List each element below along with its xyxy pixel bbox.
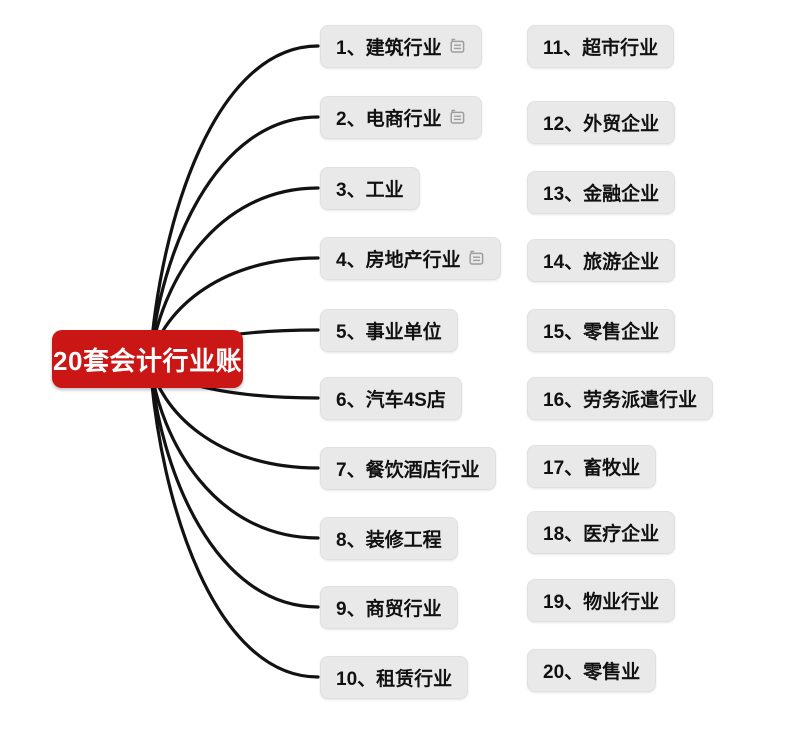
topic-4[interactable]: 4、房地产行业 [320,236,501,280]
topic-16[interactable]: 16、劳务派遣行业 [527,376,714,420]
topic-label: 4、房地产行业 [336,249,461,271]
topic-13[interactable]: 13、金融企业 [527,170,676,214]
notes-icon[interactable] [449,109,466,125]
topic-label: 8、装修工程 [336,529,442,551]
branch-line-9 [148,360,320,609]
topic-label: 10、租赁行业 [336,668,453,690]
topic-label: 18、医疗企业 [543,523,660,545]
topic-3[interactable]: 3、工业 [320,166,420,210]
topic-label: 14、旅游企业 [543,251,660,273]
topic-18[interactable]: 18、医疗企业 [527,510,676,554]
topic-label: 6、汽车4S店 [336,389,446,411]
branch-line-10 [148,360,320,679]
notes-icon[interactable] [449,38,466,54]
topic-label: 12、外贸企业 [543,113,660,135]
topic-11[interactable]: 11、超市行业 [527,24,675,68]
topic-8[interactable]: 8、装修工程 [320,516,458,560]
branch-line-8 [148,360,320,540]
topic-5[interactable]: 5、事业单位 [320,308,458,352]
branch-line-2 [148,115,320,364]
topic-label: 1、建筑行业 [336,37,442,59]
topic-label: 19、物业行业 [543,591,660,613]
topic-10[interactable]: 10、租赁行业 [320,655,469,699]
topic-label: 17、畜牧业 [543,457,641,479]
topic-label: 13、金融企业 [543,183,660,205]
topic-7[interactable]: 7、餐饮酒店行业 [320,446,496,490]
topic-1[interactable]: 1、建筑行业 [320,24,482,68]
topic-label: 11、超市行业 [543,37,659,59]
topic-label: 9、商贸行业 [336,598,442,620]
central-topic[interactable]: 20套会计行业账 [52,330,243,388]
topic-19[interactable]: 19、物业行业 [527,578,676,622]
topic-15[interactable]: 15、零售企业 [527,308,676,352]
topic-label: 15、零售企业 [543,321,660,343]
topic-12[interactable]: 12、外贸企业 [527,100,676,144]
topic-label: 3、工业 [336,179,404,201]
topic-14[interactable]: 14、旅游企业 [527,238,676,282]
topic-17[interactable]: 17、畜牧业 [527,444,657,488]
topic-label: 2、电商行业 [336,108,442,130]
topic-label: 7、餐饮酒店行业 [336,459,480,481]
topic-2[interactable]: 2、电商行业 [320,95,482,139]
topic-6[interactable]: 6、汽车4S店 [320,376,462,420]
topic-label: 20、零售业 [543,661,641,683]
topic-20[interactable]: 20、零售业 [527,648,657,692]
notes-icon[interactable] [468,250,485,266]
topic-9[interactable]: 9、商贸行业 [320,585,458,629]
topic-label: 16、劳务派遣行业 [543,389,698,411]
topic-label: 5、事业单位 [336,321,442,343]
branch-line-1 [148,44,320,364]
